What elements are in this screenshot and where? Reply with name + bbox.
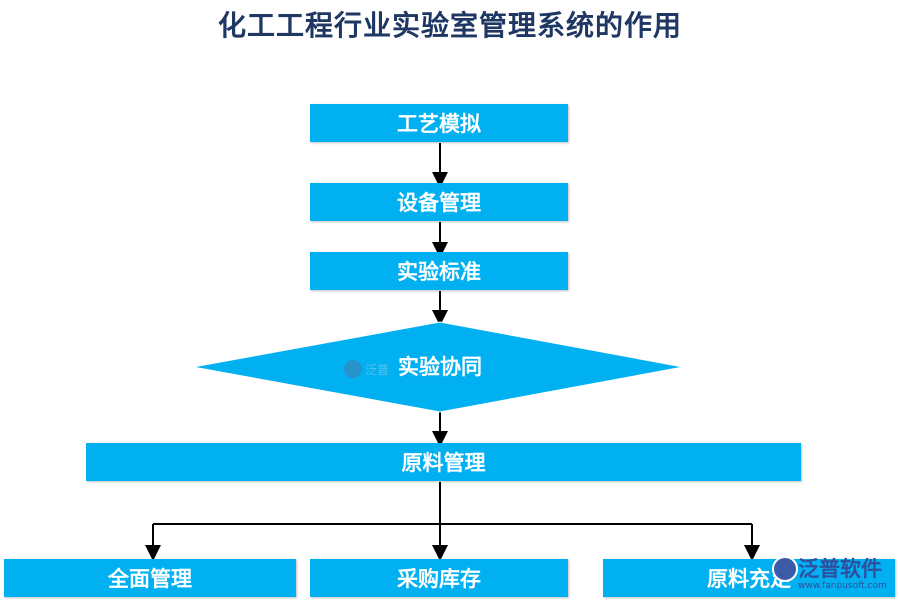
center-watermark: 泛普: [344, 360, 389, 378]
node-label: 实验标准: [397, 259, 481, 284]
node-procurement-inventory: 采购库存: [310, 559, 568, 597]
node-raw-material-management: 原料管理: [86, 443, 801, 481]
brand-logo-icon: [772, 556, 798, 582]
node-experiment-collaboration: 实验协同: [398, 354, 482, 379]
watermark-text: 泛普: [365, 362, 390, 377]
node-label: 工艺模拟: [397, 111, 481, 136]
diagram-title: 化工工程行业实验室管理系统的作用: [217, 9, 682, 42]
brand-name: 泛普软件: [798, 557, 882, 581]
node-label: 设备管理: [397, 190, 481, 215]
node-label: 采购库存: [397, 566, 481, 591]
brand-url: www.fanpusoft.com: [798, 581, 887, 591]
watermark-logo-icon: [344, 360, 362, 378]
brand-watermark: 泛普软件 www.fanpusoft.com: [770, 553, 898, 597]
node-label: 原料管理: [401, 450, 486, 475]
node-process-simulation: 工艺模拟: [310, 104, 568, 142]
node-comprehensive-management: 全面管理: [4, 559, 296, 597]
diamond-shape: [192, 321, 684, 413]
node-experiment-standard: 实验标准: [310, 252, 568, 290]
node-label: 全面管理: [108, 566, 192, 591]
node-equipment-management: 设备管理: [310, 183, 568, 221]
